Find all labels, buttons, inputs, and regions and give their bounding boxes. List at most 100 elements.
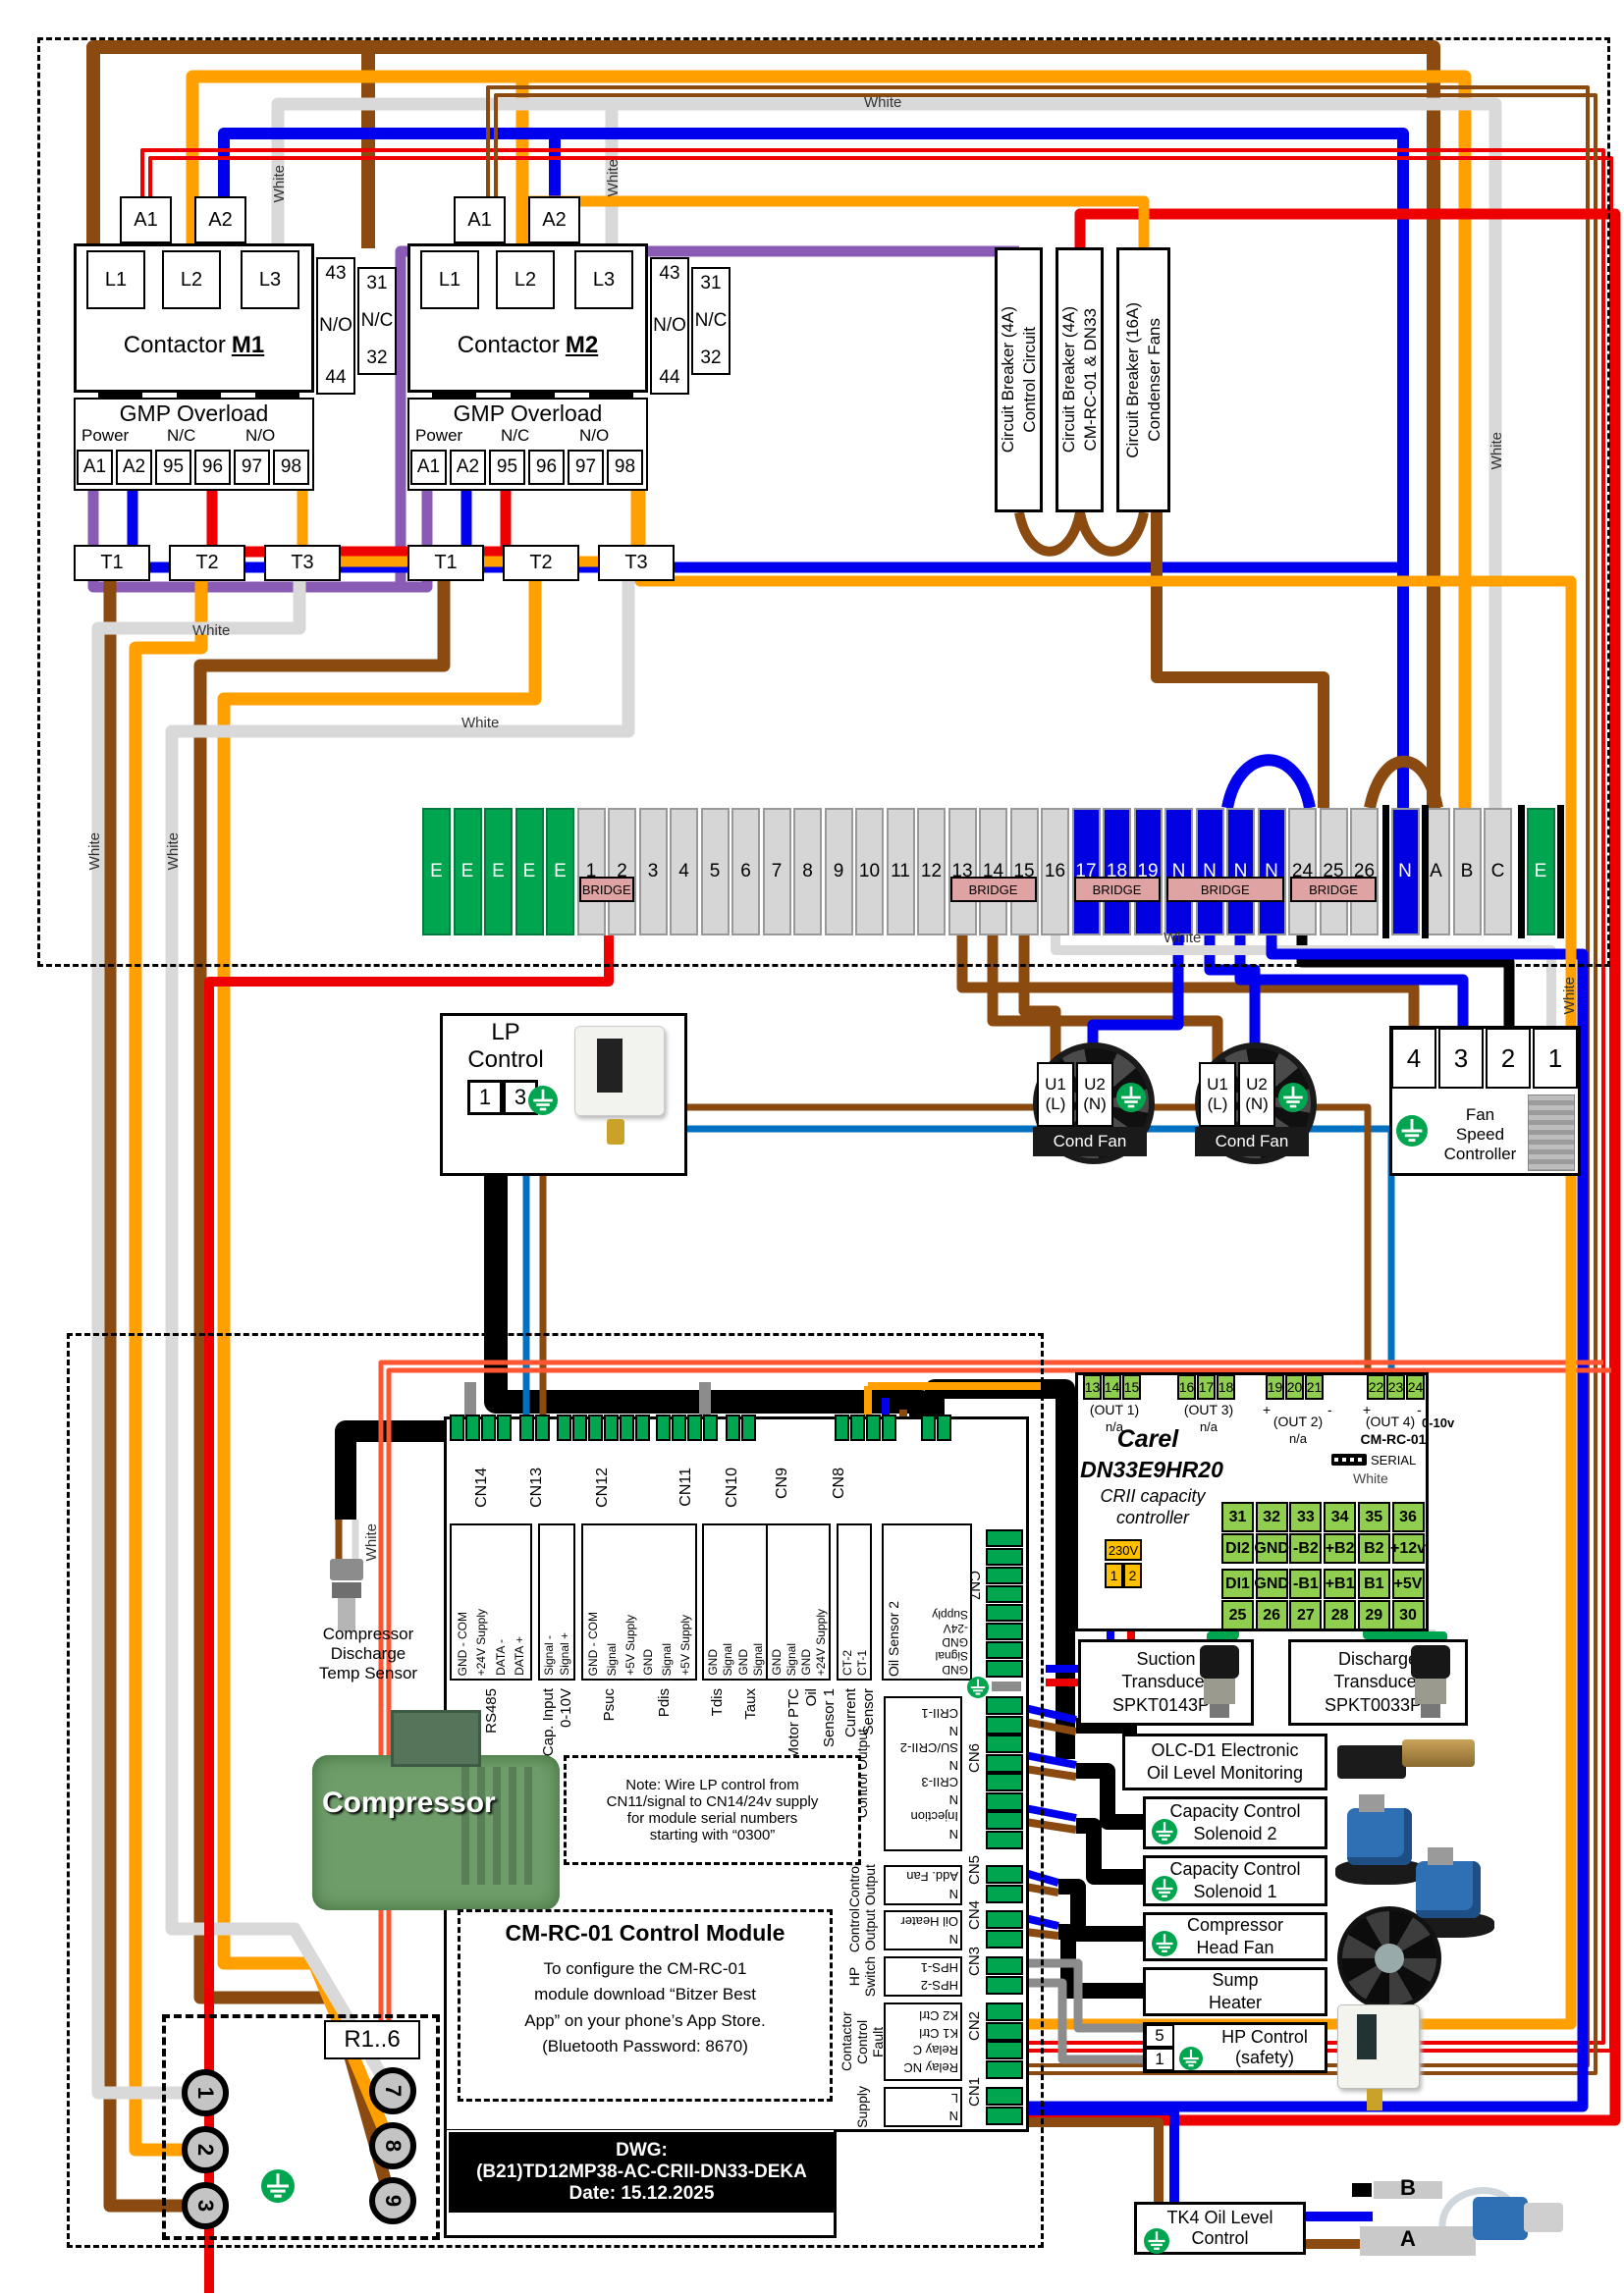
- line-terminal: L1: [420, 250, 479, 309]
- wire: [1018, 935, 1061, 1062]
- hp-control-label: HP Control(safety): [1221, 2027, 1308, 2067]
- cell-CN2: [986, 2021, 1023, 2041]
- connector-pin-CN12: [572, 1415, 587, 1441]
- carel-cmrc: CM-RC-01: [1360, 1431, 1427, 1447]
- solenoid-photo-conn: [1428, 1847, 1453, 1865]
- connector-pin-CN12: [557, 1415, 571, 1441]
- t-terminal: T1: [74, 545, 150, 581]
- pad: [177, 391, 221, 400]
- strip-terminal-B-33: B: [1452, 808, 1482, 935]
- transducer-photo-hex: [1415, 1679, 1446, 1704]
- wire: [204, 935, 614, 2293]
- title-CN2: Contactor Control Fault: [839, 2011, 886, 2072]
- breaker-label: CM-RC-01 & DN33: [1080, 308, 1100, 452]
- wire: [1024, 1804, 1077, 1822]
- coil-terminal-a2: A2: [194, 196, 246, 243]
- carel-sub1: CRII capacity: [1100, 1486, 1206, 1506]
- connector-pin-CN9: [882, 1415, 896, 1441]
- cn-label-CN11: CN11: [677, 1468, 694, 1507]
- wire: [1024, 1765, 1077, 1781]
- cn7-cell: [986, 1585, 1023, 1603]
- sensor-cap: [330, 1559, 363, 1580]
- white-wire-label: White: [864, 94, 902, 111]
- circuit-breaker-3: Circuit Breaker (16A)Condenser Fans: [1116, 247, 1170, 512]
- connector-pin-CN9: [866, 1415, 881, 1441]
- cn-label-CN12: CN12: [594, 1468, 611, 1508]
- olc-photo-body: [1402, 1739, 1475, 1767]
- gmp-terminal: 97: [234, 450, 270, 485]
- carel-term-23: 23: [1386, 1374, 1405, 1400]
- strip-separator: [1556, 805, 1564, 938]
- sensor-hex: [332, 1582, 361, 1598]
- fan-speed-terminal-1: 1: [1533, 1028, 1578, 1089]
- olc-photo-elbow: [1337, 1745, 1406, 1779]
- gmp-terminal: A2: [116, 450, 152, 485]
- carel-grid--B1: -B1: [1289, 1569, 1323, 1599]
- motor-pin-2: 2: [182, 2125, 229, 2173]
- connector-pin-CN9: [835, 1415, 849, 1441]
- hp-terminal-1: 1: [1145, 2048, 1174, 2071]
- strip-terminal-N-31: N: [1390, 808, 1420, 935]
- carel-term-22: 22: [1367, 1374, 1385, 1400]
- motor-pin-7: 7: [369, 2067, 416, 2114]
- carel-out2: (OUT 2): [1272, 1414, 1324, 1429]
- strip-terminal-E-2: E: [484, 808, 513, 935]
- strip-terminal-26-30: 26: [1350, 808, 1379, 935]
- cn-label-CN14: CN14: [473, 1468, 490, 1508]
- bridge-label: BRIDGE: [578, 877, 634, 902]
- solenoid-photo-conn: [1359, 1794, 1384, 1812]
- strip-terminal-15-19: 15: [1009, 808, 1039, 935]
- pad: [98, 391, 142, 400]
- t-terminal: T1: [407, 545, 484, 581]
- gmp-no: N/O: [579, 426, 610, 445]
- wire: [401, 491, 433, 593]
- transducer-photo-cap: [1200, 1645, 1239, 1679]
- wire: [522, 1125, 1395, 1416]
- strip-terminal-11-15: 11: [886, 808, 915, 935]
- carel-brand: Carel: [1116, 1425, 1179, 1453]
- cell-CN2: [986, 2002, 1023, 2021]
- coil-terminal-a1: A1: [454, 196, 506, 243]
- white-wire-label: White: [461, 715, 500, 731]
- gmp-terminal: A1: [77, 450, 113, 485]
- cell-CN3: [986, 1956, 1023, 1975]
- head-fan-hub: [1375, 1944, 1404, 1973]
- motor-pin-3: 3: [182, 2182, 229, 2229]
- cell-CN2: [986, 2041, 1023, 2059]
- pin-label: Signal -: [542, 1635, 556, 1676]
- white-wire-label: White: [1164, 930, 1202, 946]
- carel-230v: 230V: [1105, 1539, 1142, 1561]
- fan-u1-terminal: U1(L): [1037, 1062, 1074, 1127]
- strip-separator: [1517, 805, 1525, 938]
- pad: [255, 391, 299, 400]
- t-terminal: T2: [503, 545, 579, 581]
- connector-pin-CN14: [450, 1415, 464, 1441]
- b-label: B: [1400, 2175, 1416, 2200]
- pin-label: GND: [641, 1649, 656, 1676]
- pin-label: +24V Supply: [474, 1608, 489, 1676]
- line-terminal: L3: [574, 250, 633, 309]
- connector-pin-CN13: [535, 1415, 550, 1441]
- pin-label: GND: [705, 1649, 720, 1676]
- b-cable: [1374, 2181, 1442, 2199]
- breaker-label: Circuit Breaker (16A): [1122, 301, 1142, 458]
- carel-out2-na: n/a: [1288, 1431, 1308, 1446]
- white-wire-label: White: [1489, 432, 1505, 470]
- wire: [335, 1420, 447, 1520]
- motor-pin-9: 9: [369, 2177, 416, 2224]
- wire: [1024, 1718, 1077, 1735]
- pin-label: Signal: [604, 1642, 619, 1676]
- pin-label: Signal: [784, 1642, 798, 1676]
- carel-230v-2: 2: [1123, 1563, 1142, 1588]
- hp-switch-stem: [1367, 2089, 1382, 2110]
- earth-ground-icon: [1152, 1819, 1177, 1844]
- carel-grid-+B2: +B2: [1324, 1533, 1357, 1564]
